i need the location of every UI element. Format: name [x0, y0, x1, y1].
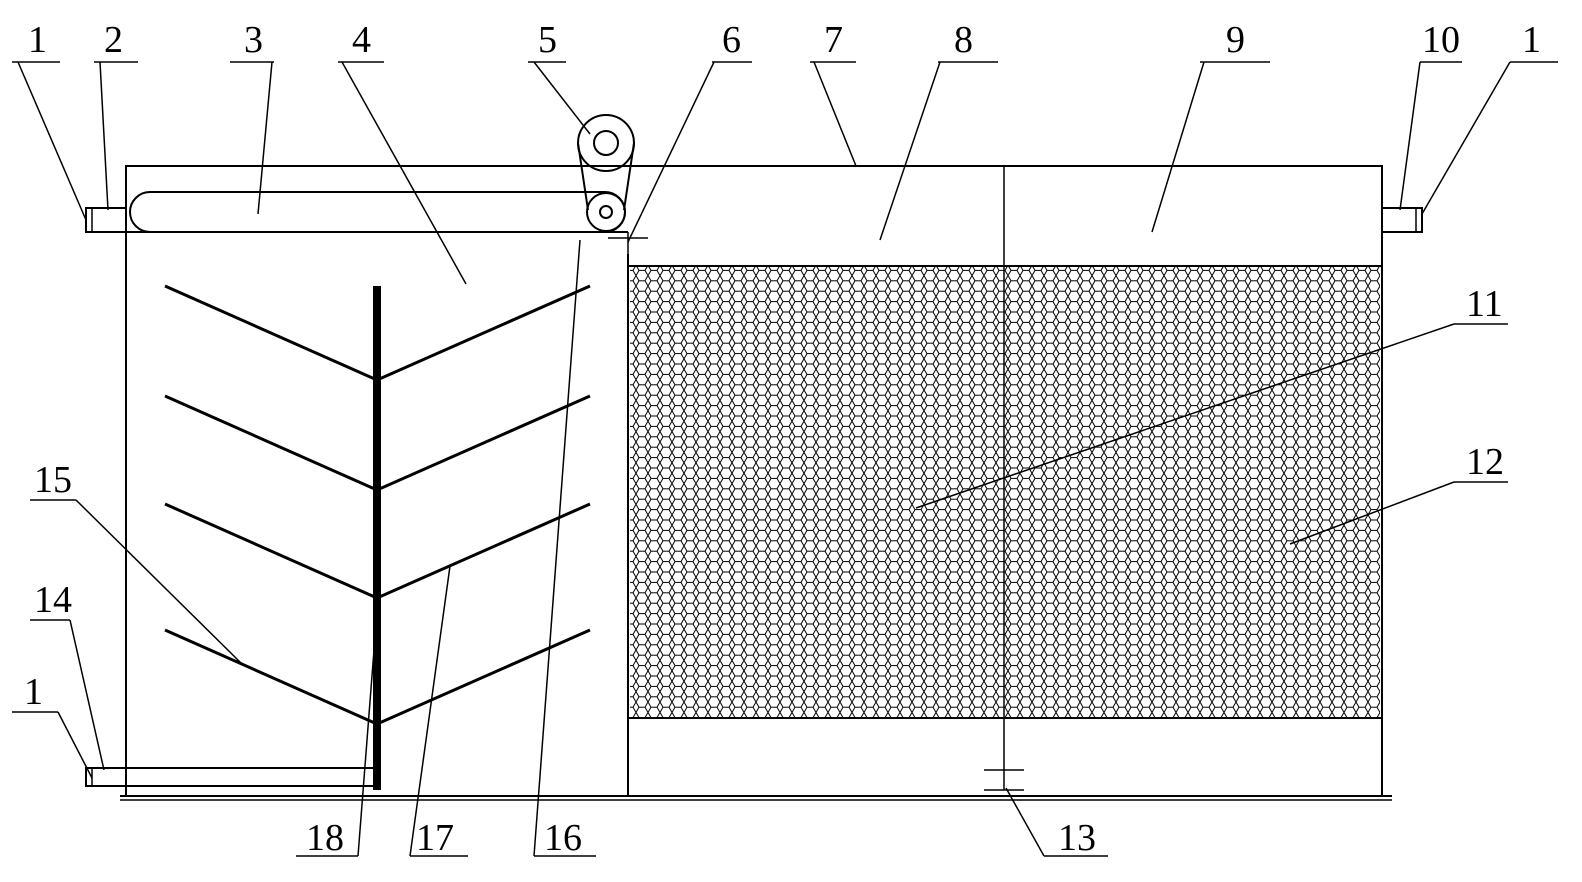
label-7: 7: [824, 19, 843, 61]
label-9: 9: [1226, 19, 1245, 61]
baffle-plates: [164, 284, 591, 726]
label-16: 16: [544, 817, 582, 859]
label-14: 14: [34, 579, 72, 621]
label-1-top-right: 1: [1522, 19, 1541, 61]
outlet-pipe-right: [1381, 207, 1423, 233]
bottom-pipe: [85, 767, 377, 787]
label-1-bottom-left: 1: [24, 671, 43, 713]
drive-wheel: [577, 114, 635, 172]
label-3: 3: [244, 19, 263, 61]
media-fill-region: [630, 266, 1380, 718]
label-15: 15: [34, 459, 72, 501]
label-10: 10: [1422, 19, 1460, 61]
label-8: 8: [954, 19, 973, 61]
label-5: 5: [538, 19, 557, 61]
leader-lines: [12, 61, 1558, 857]
tank-body: [125, 165, 1383, 797]
label-1-top-left: 1: [28, 19, 47, 61]
label-6: 6: [722, 19, 741, 61]
drive-belt: [577, 142, 589, 211]
scraper-channel: [126, 191, 628, 233]
label-17: 17: [416, 817, 454, 859]
label-12: 12: [1466, 441, 1504, 483]
label-4: 4: [352, 19, 371, 61]
label-13: 13: [1058, 817, 1096, 859]
label-2: 2: [104, 19, 123, 61]
label-11: 11: [1466, 283, 1503, 325]
idler-pulley: [586, 192, 626, 232]
label-18: 18: [306, 817, 344, 859]
